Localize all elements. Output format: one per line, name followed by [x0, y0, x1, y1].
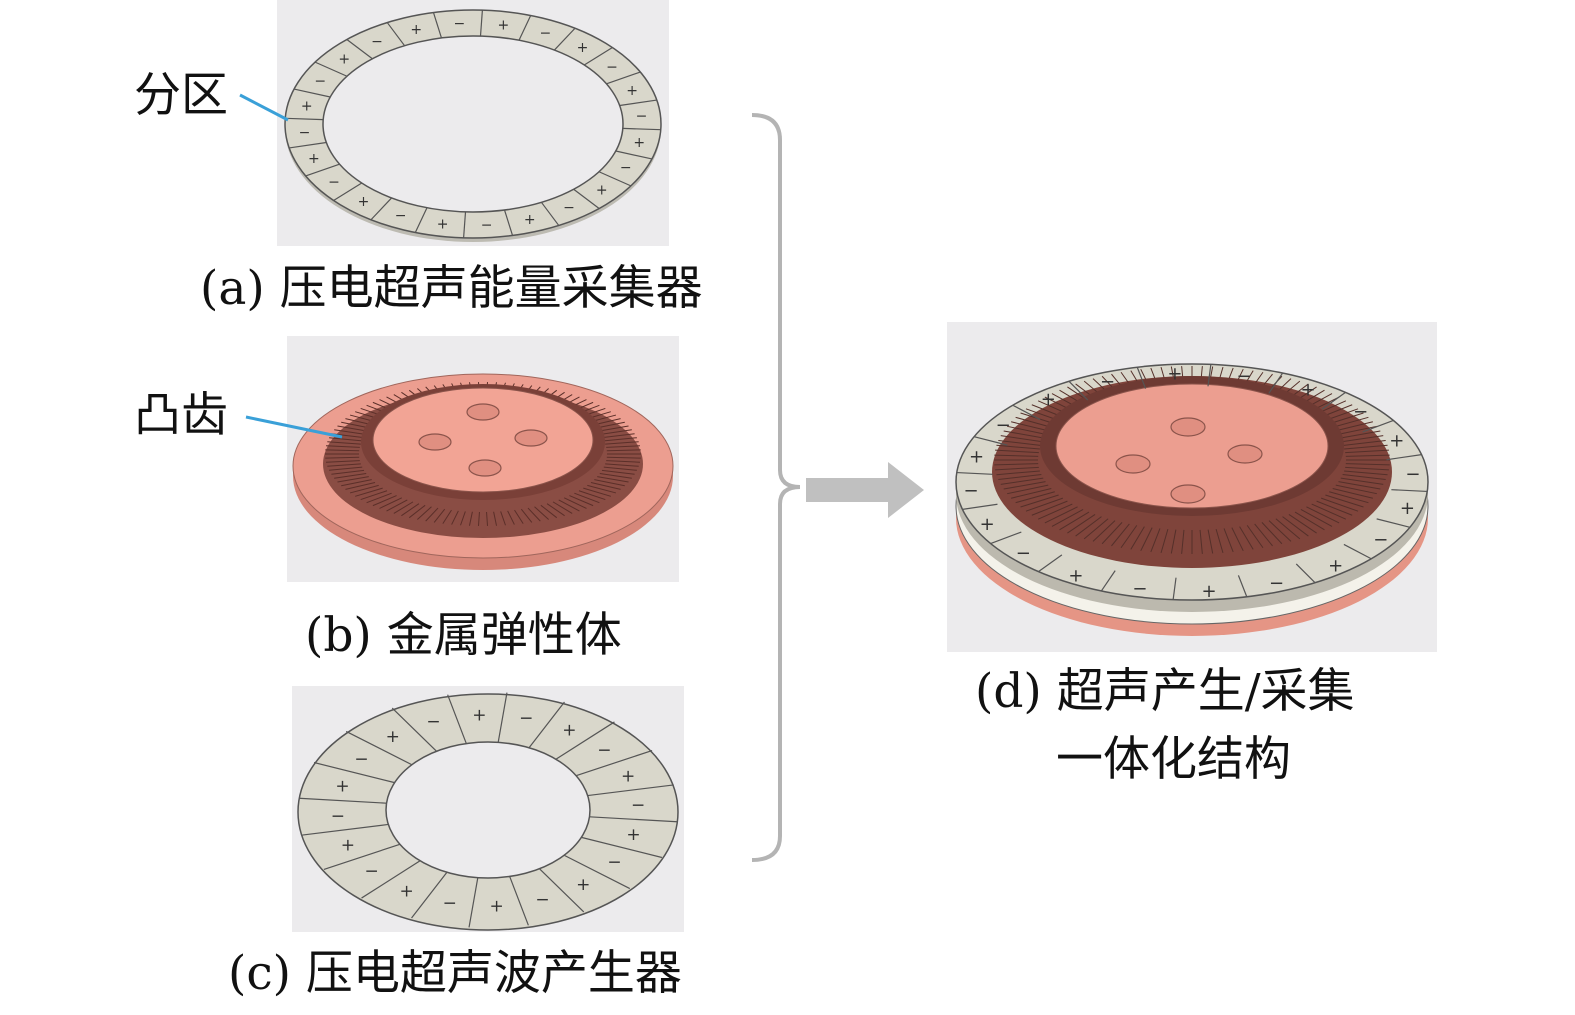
svg-text:+: + — [386, 727, 400, 747]
svg-text:+: + — [980, 514, 995, 535]
svg-text:−: − — [540, 26, 552, 42]
right-arrow-icon — [806, 462, 924, 518]
svg-text:+: + — [400, 881, 414, 901]
svg-text:−: − — [597, 741, 611, 761]
svg-text:−: − — [371, 34, 383, 50]
svg-text:−: − — [1236, 366, 1251, 387]
svg-text:−: − — [314, 74, 326, 90]
partition-callout: 分区 — [134, 68, 228, 123]
svg-text:+: + — [576, 875, 590, 895]
svg-text:+: + — [626, 825, 640, 845]
svg-text:−: − — [299, 125, 311, 141]
svg-text:−: − — [1016, 543, 1031, 564]
svg-text:+: + — [1167, 363, 1182, 384]
caption-d-line1: (d) 超声产生/采集 — [975, 664, 1355, 719]
svg-text:+: + — [626, 83, 638, 99]
svg-text:+: + — [577, 40, 589, 56]
svg-text:−: − — [1373, 529, 1388, 550]
svg-text:+: + — [1328, 555, 1343, 576]
svg-text:−: − — [606, 59, 618, 75]
svg-text:−: − — [1353, 402, 1368, 423]
svg-text:−: − — [443, 893, 457, 913]
svg-text:−: − — [607, 853, 621, 873]
toothed-metal-disk — [292, 373, 674, 570]
caption-d-line2: 一体化结构 — [1056, 732, 1291, 787]
svg-text:+: + — [1202, 581, 1217, 602]
svg-text:+: + — [410, 22, 422, 38]
svg-text:+: + — [969, 447, 984, 468]
svg-text:+: + — [596, 182, 608, 198]
svg-text:−: − — [1405, 464, 1420, 485]
svg-text:−: − — [395, 208, 407, 224]
svg-text:+: + — [301, 99, 313, 115]
svg-text:−: − — [354, 749, 368, 769]
svg-text:+: + — [341, 836, 355, 856]
svg-text:+: + — [338, 51, 350, 67]
caption-a: (a) 压电超声能量采集器 — [200, 261, 703, 316]
svg-text:+: + — [335, 777, 349, 797]
caption-c: (c) 压电超声波产生器 — [228, 946, 682, 1001]
svg-text:−: − — [1100, 371, 1115, 392]
svg-text:−: − — [426, 712, 440, 732]
svg-text:+: + — [498, 18, 510, 34]
segmented-ring-wide: +−+−+−+−+−+−+−+−+−+− — [297, 692, 679, 931]
segmented-ring-thin: +−+−+−+−+−+−+−+−+−+−+−+− — [284, 9, 662, 242]
panel-d-integrated-structure: +−+−+−+−+−+−+−+−+−+− — [947, 322, 1437, 652]
svg-text:+: + — [1389, 431, 1404, 452]
svg-text:+: + — [633, 135, 645, 151]
panel-a-energy-harvester: +−+−+−+−+−+−+−+−+−+−+−+− — [277, 0, 669, 246]
svg-text:−: − — [519, 709, 533, 729]
svg-text:+: + — [562, 721, 576, 741]
caption-b: (b) 金属弹性体 — [305, 608, 622, 663]
svg-text:−: − — [535, 890, 549, 910]
panel-c-wave-generator: +−+−+−+−+−+−+−+−+−+− — [292, 686, 684, 932]
svg-text:−: − — [331, 806, 345, 826]
svg-text:+: + — [358, 194, 370, 210]
svg-text:+: + — [1400, 498, 1415, 519]
svg-text:+: + — [1301, 379, 1316, 400]
svg-text:+: + — [1041, 389, 1056, 410]
svg-text:−: − — [631, 796, 645, 816]
panel-b-metal-elastic-body — [287, 336, 679, 582]
svg-text:+: + — [437, 216, 449, 232]
svg-text:+: + — [621, 766, 635, 786]
svg-text:+: + — [308, 151, 320, 167]
right-curly-bracket-icon — [751, 113, 801, 862]
svg-text:−: − — [964, 481, 979, 502]
svg-text:−: − — [996, 415, 1011, 436]
svg-text:−: − — [364, 861, 378, 881]
svg-text:+: + — [1068, 565, 1083, 586]
svg-text:−: − — [453, 16, 465, 32]
svg-text:+: + — [489, 896, 503, 916]
integrated-assembly: +−+−+−+−+−+−+−+−+−+− — [955, 363, 1429, 636]
svg-text:−: − — [563, 200, 575, 216]
svg-text:+: + — [472, 706, 486, 726]
svg-text:−: − — [636, 109, 648, 125]
svg-text:−: − — [1269, 573, 1284, 594]
svg-text:−: − — [481, 218, 493, 234]
svg-text:+: + — [524, 212, 536, 228]
svg-text:−: − — [620, 160, 632, 176]
svg-text:−: − — [328, 174, 340, 190]
teeth-callout: 凸齿 — [134, 388, 228, 443]
svg-text:−: − — [1132, 578, 1147, 599]
